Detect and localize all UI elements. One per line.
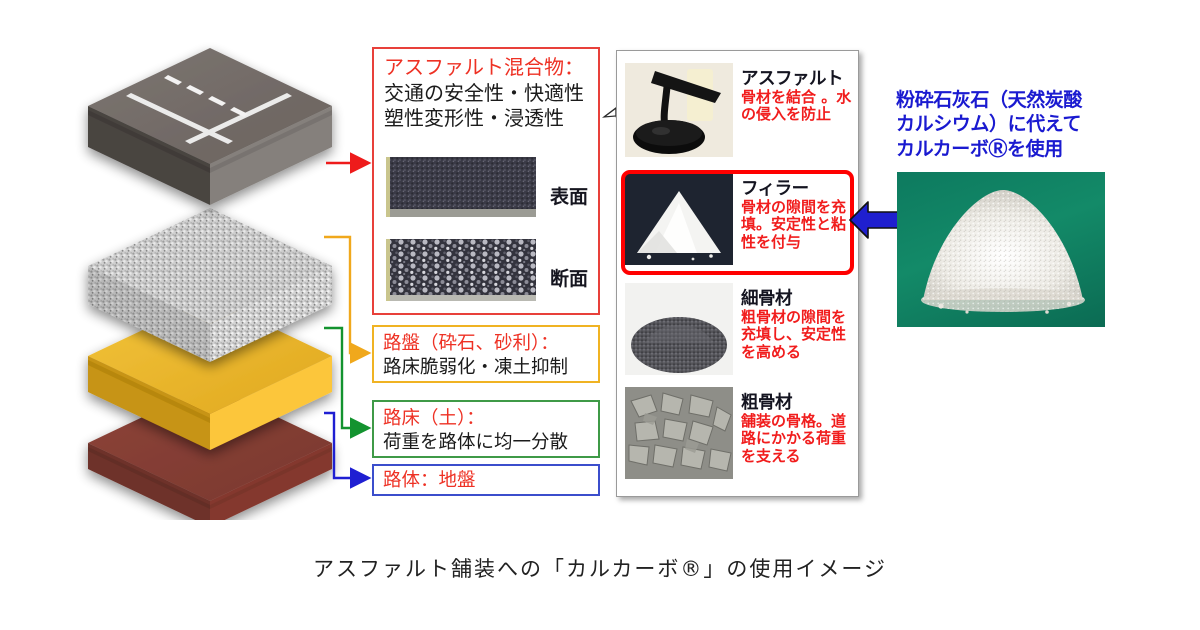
subgrade-title: 路床（土）： (383, 408, 485, 429)
calcarbo-callout-text: 粉砕石灰石（天然炭酸 カルシウム）に代えて カルカーボⓇを使用 (896, 88, 1082, 161)
asphalt-mixture-text: アスファルト混合物： 交通の安全性・快適性 塑性変形性・浸透性 (384, 55, 584, 132)
asphalt-surface-photo (386, 157, 536, 225)
filler-powder-photo (625, 173, 733, 265)
material-desc-fine-aggregate: 粗骨材の隙間を充填し、安定性を高める (741, 308, 847, 361)
material-row-fine-aggregate: 細骨材 粗骨材の隙間を充填し、安定性を高める (617, 279, 860, 383)
pavement-layer-stack (60, 30, 360, 520)
base-course-text: 路盤（砕石、砂利）： 路床脆弱化・凍土抑制 (383, 332, 568, 379)
layer-base-course (88, 208, 332, 362)
subgrade-text: 路床（土）： 荷重を路体に均一分散 (383, 407, 568, 454)
asphalt-cross-section-photo (386, 239, 536, 307)
asphalt-mixture-title: アスファルト混合物： (384, 55, 584, 79)
sample-label-cross-section: 断面 (550, 268, 589, 290)
asphalt-binder-photo (625, 63, 733, 157)
calcarbo-callout-line-1: 粉砕石灰石（天然炭酸 (896, 89, 1083, 111)
base-course-line-1: 路床脆弱化・凍土抑制 (383, 356, 569, 378)
material-row-coarse-aggregate: 粗骨材 舗装の骨格。道路にかかる荷重を支える (617, 383, 860, 487)
material-name-coarse-aggregate: 粗骨材 (741, 393, 793, 413)
material-name-asphalt: アスファルト (741, 69, 844, 89)
calcarbo-callout-line-2: カルシウム）に代えて (896, 113, 1082, 136)
material-desc-coarse-aggregate: 舗装の骨格。道路にかかる荷重を支える (741, 412, 847, 465)
sample-label-surface: 表面 (550, 186, 589, 208)
fine-aggregate-photo (625, 283, 733, 375)
material-desc-filler: 骨材の隙間を充填。安定性と粘性を付与 (741, 198, 847, 251)
material-name-filler: フィラー (741, 179, 809, 199)
roadbed-text: 路体：地盤 (383, 469, 476, 493)
base-course-title: 路盤（砕石、砂利）： (383, 333, 559, 354)
layer-asphalt-surface (88, 48, 332, 205)
material-desc-asphalt: 骨材を結合 。水の侵入を防止 (741, 88, 852, 124)
subgrade-box: 路床（土）： 荷重を路体に均一分散 (372, 400, 600, 458)
material-name-fine-aggregate: 細骨材 (741, 289, 793, 309)
roadbed-box: 路体：地盤 (372, 464, 600, 496)
coarse-aggregate-photo (625, 387, 733, 479)
material-row-filler: フィラー 骨材の隙間を充填。安定性と粘性を付与 (617, 169, 860, 273)
asphalt-mixture-line-2: 塑性変形性・浸透性 (384, 106, 564, 131)
materials-panel: アスファルト 骨材を結合 。水の侵入を防止 フィラー 骨材の隙間を充填。安定性と… (616, 50, 859, 497)
subgrade-line-1: 荷重を路体に均一分散 (383, 431, 569, 453)
left-arrow-icon (848, 196, 900, 244)
roadbed-title: 路体：地盤 (383, 470, 476, 491)
figure-caption: アスファルト舗装への「カルカーボ®」の使用イメージ (313, 557, 887, 581)
calcarbo-powder-photo (897, 172, 1105, 327)
asphalt-mixture-line-1: 交通の安全性・快適性 (384, 80, 584, 105)
calcarbo-callout-line-3: カルカーボⓇを使用 (896, 137, 1063, 160)
asphalt-mixture-box: アスファルト混合物： 交通の安全性・快適性 塑性変形性・浸透性 (372, 47, 600, 315)
material-row-asphalt: アスファルト 骨材を結合 。水の侵入を防止 (617, 59, 860, 163)
base-course-box: 路盤（砕石、砂利）： 路床脆弱化・凍土抑制 (372, 325, 600, 383)
